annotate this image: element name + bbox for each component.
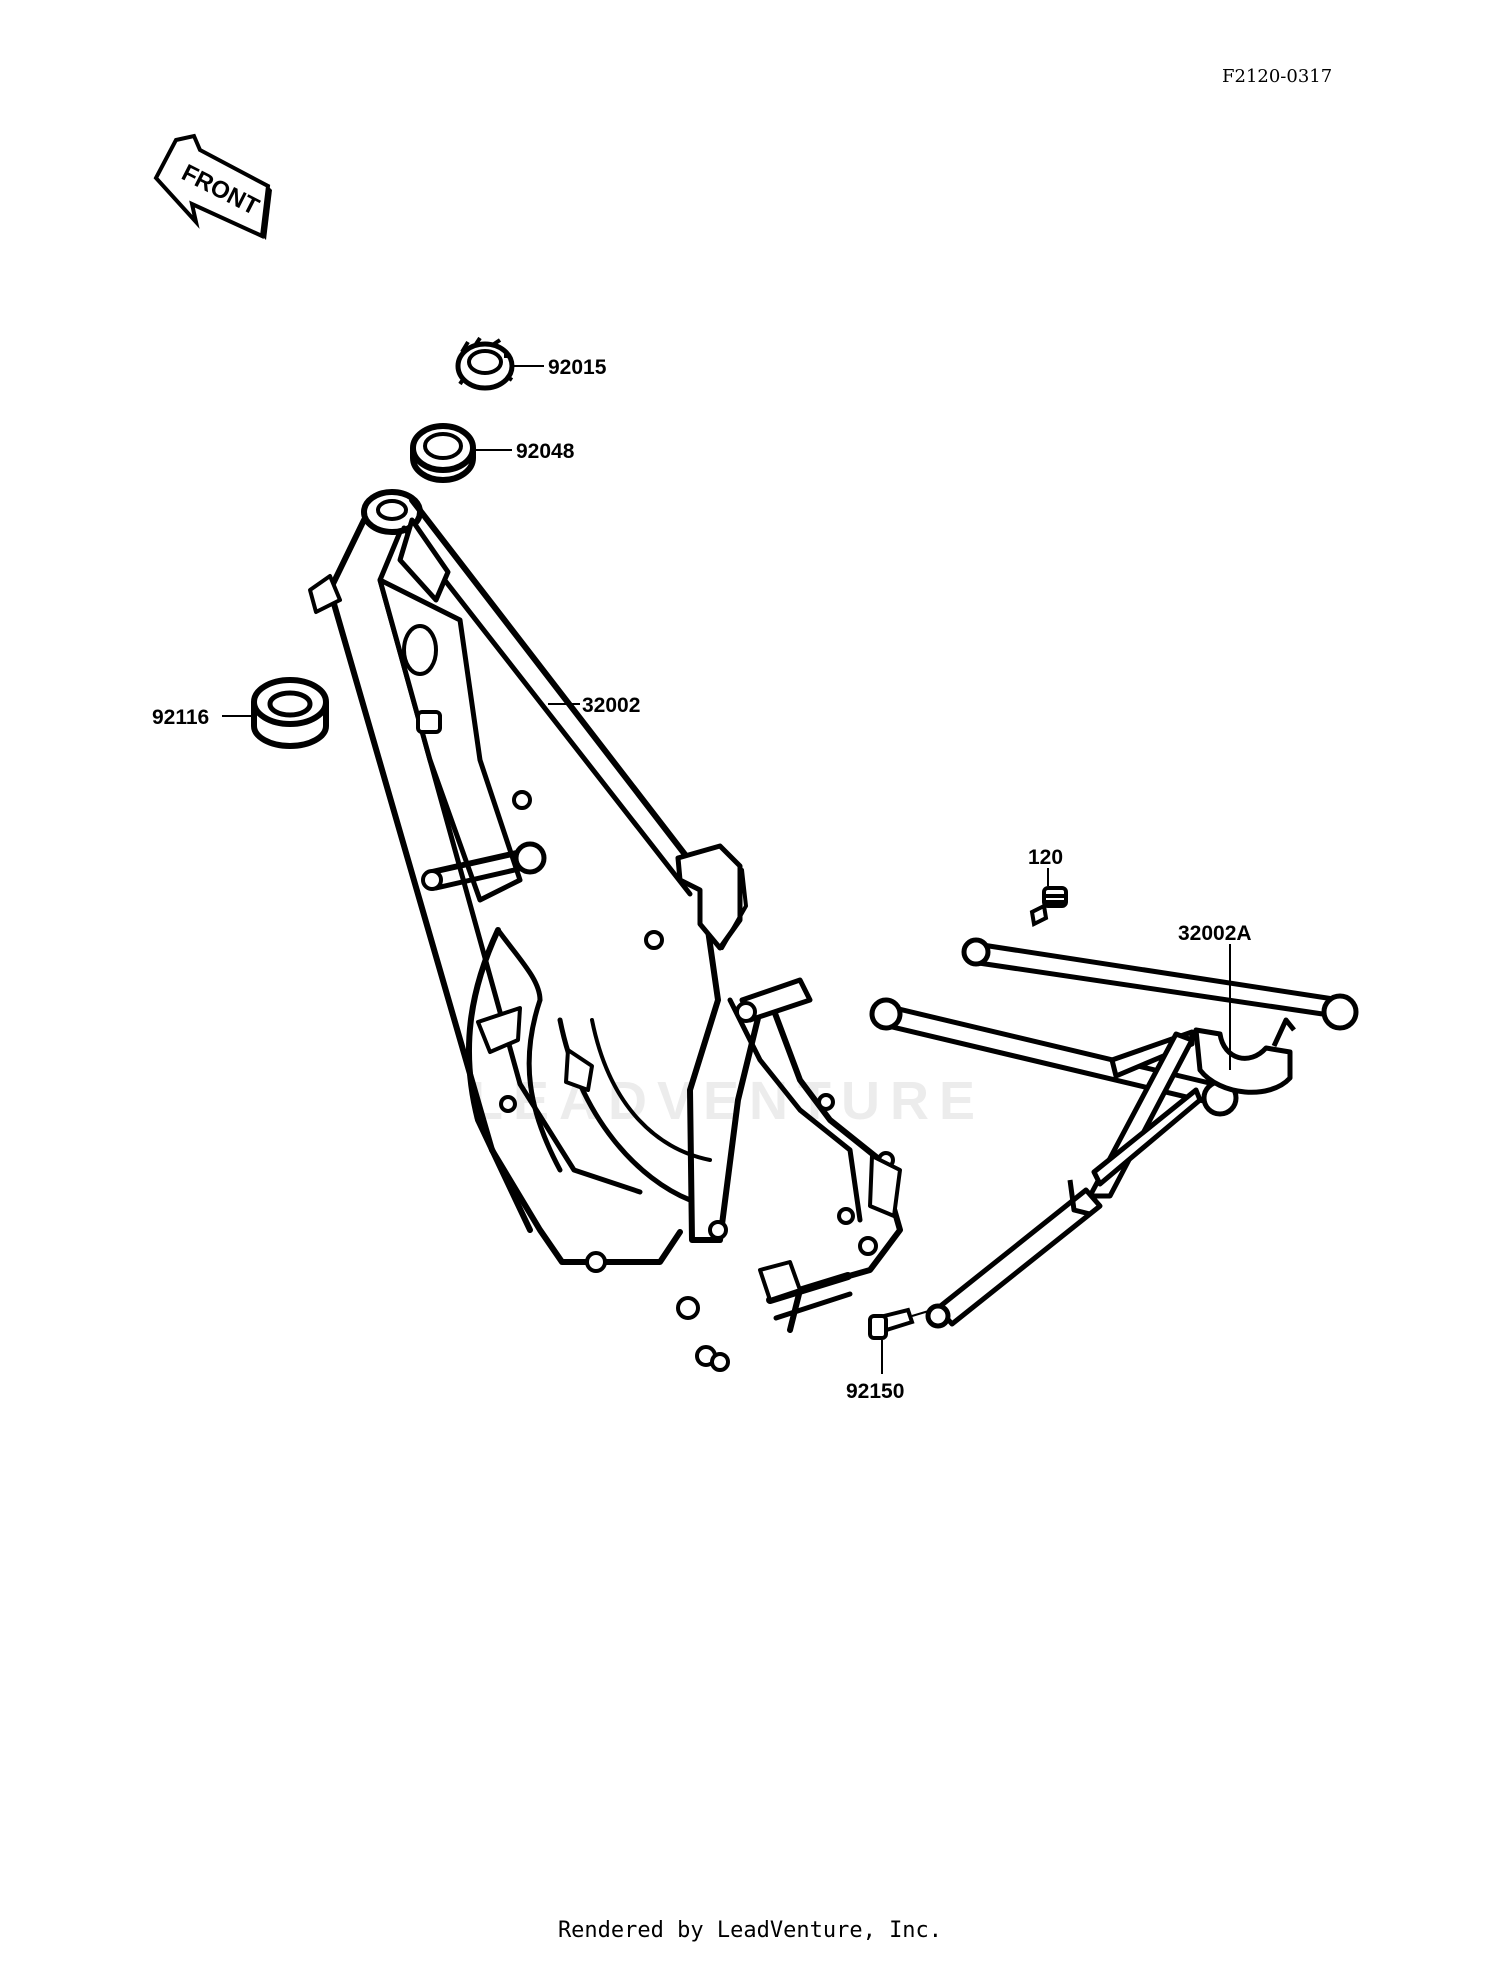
part-label-32002: 32002 — [582, 694, 640, 717]
part-label-92048: 92048 — [516, 440, 575, 463]
part-label-92015: 92015 — [548, 356, 607, 379]
part-label-92150: 92150 — [846, 1380, 904, 1403]
part-label-120: 120 — [1028, 846, 1063, 869]
bolt-120-icon — [1029, 886, 1068, 927]
front-arrow-icon: FRONT — [153, 133, 272, 240]
bearing-icon — [222, 677, 329, 749]
nut-icon — [455, 336, 544, 391]
footer-credit: Rendered by LeadVenture, Inc. — [557, 1918, 943, 1943]
seal-icon — [410, 423, 512, 483]
part-label-32002A: 32002A — [1178, 922, 1252, 945]
watermark: LEADVENTURE — [470, 1071, 986, 1131]
subframe-icon — [869, 937, 1359, 1329]
diagram-code: F2120-0317 — [1222, 66, 1333, 87]
part-label-92116: 92116 — [152, 706, 209, 729]
bolt-92150-icon — [868, 1307, 933, 1340]
main-frame-icon — [308, 489, 903, 1372]
